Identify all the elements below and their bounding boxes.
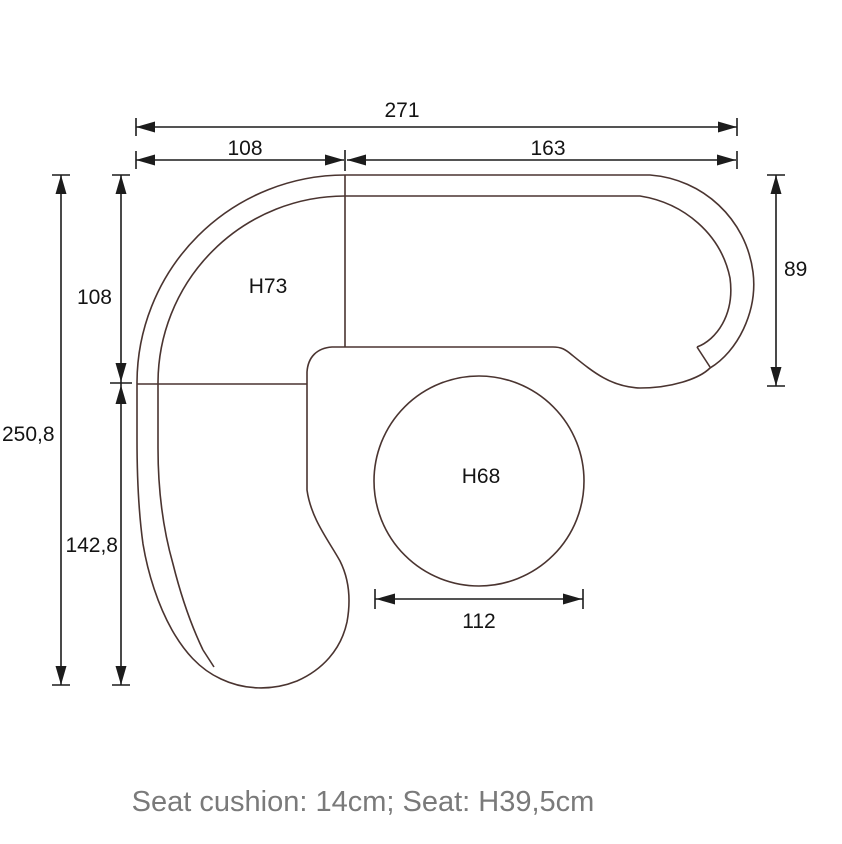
sofa-height-label: H73 xyxy=(249,275,288,298)
dimension-total-width: 271 xyxy=(135,99,738,136)
dimension-right-depth: 89 xyxy=(767,174,807,387)
dim-250-8-label: 250,8 xyxy=(2,423,55,446)
sofa-shape xyxy=(136,174,755,689)
dim-163-label: 163 xyxy=(530,137,565,160)
dim-142-8-label: 142,8 xyxy=(65,534,118,557)
dimension-pouf-width: 112 xyxy=(374,589,584,633)
left-armrest-inner-line xyxy=(157,383,204,651)
left-armrest-seam xyxy=(202,649,215,668)
dimension-corner-width: 108 xyxy=(135,137,346,171)
dim-271-label: 271 xyxy=(384,99,419,122)
dimension-right-width: 163 xyxy=(347,137,738,169)
caption-text: Seat cushion: 14cm; Seat: H39,5cm xyxy=(132,786,595,818)
right-armrest-seam xyxy=(696,346,711,368)
dim-108-left-label: 108 xyxy=(77,286,112,309)
pouf-circle xyxy=(373,375,585,587)
dimension-left-depth: 142,8 xyxy=(65,383,130,686)
dim-89-label: 89 xyxy=(784,258,807,281)
dimension-total-depth: 250,8 xyxy=(2,174,70,686)
pouf-height-label: H68 xyxy=(462,465,501,488)
dimension-corner-depth: 108 xyxy=(77,174,132,384)
dim-108-top-label: 108 xyxy=(227,137,262,160)
dim-112-label: 112 xyxy=(462,610,495,633)
sofa-outer-outline xyxy=(136,174,755,689)
backrest-inner-line xyxy=(157,195,732,384)
